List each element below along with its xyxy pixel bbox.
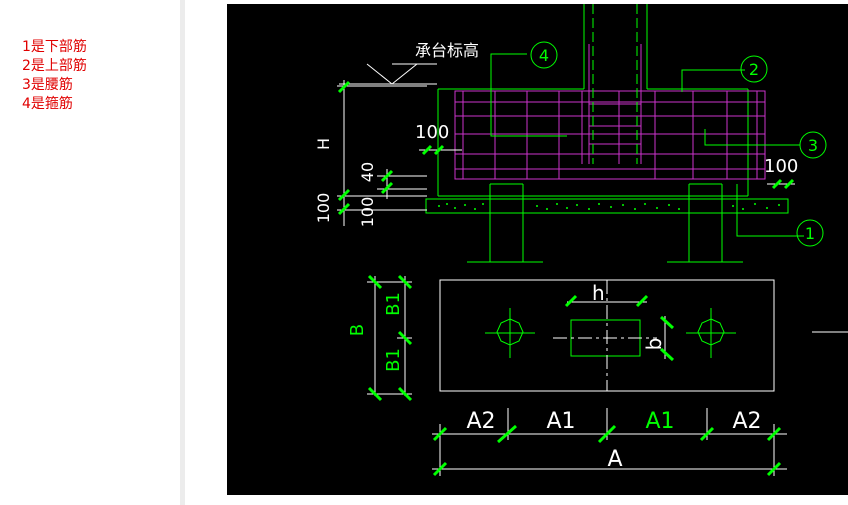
dim-H: H (314, 138, 333, 150)
dim-40: 40 (358, 162, 377, 182)
column-rebar (588, 44, 642, 164)
elevation-view (425, 4, 789, 263)
column-hidden-lines (592, 4, 638, 164)
dim-cover-left: 100 (415, 122, 449, 143)
svg-text:1: 1 (805, 224, 815, 243)
plan-centerlines (553, 280, 657, 391)
rebar-cage (454, 90, 766, 180)
dim-b: b (642, 338, 666, 351)
cover-dim-ticks (421, 144, 795, 190)
dim-A1-right: A1 (645, 409, 674, 434)
legend-item-top-rebar: 2是上部筋 (22, 58, 87, 74)
callout-2: 2 (740, 55, 768, 83)
cushion-hatch (438, 203, 780, 210)
legend-item-waist-rebar: 3是腰筋 (22, 77, 73, 93)
legend-item-stirrup: 4是箍筋 (22, 96, 73, 112)
legend-panel: 1是下部筋 2是上部筋 3是腰筋 4是箍筋 (22, 38, 172, 114)
panel-divider (180, 0, 185, 505)
callout-1: 1 (796, 219, 824, 247)
dim-cover-right: 100 (764, 156, 798, 177)
svg-text:3: 3 (808, 136, 818, 155)
elevation-marker (339, 63, 437, 85)
bottom-dim-ticks (432, 424, 782, 477)
cad-drawing: 承台标高 4 2 3 1 H 40 100 100 (227, 4, 848, 495)
plan-left-dim-ticks (367, 274, 413, 402)
left-dim-ticks (337, 80, 394, 216)
dim-B: B (347, 324, 368, 336)
callout-4: 4 (530, 41, 558, 69)
dim-100-b: 100 (358, 197, 377, 228)
dim-A2-left: A2 (466, 409, 495, 434)
elevation-label: 承台标高 (415, 41, 479, 60)
dim-A1-left: A1 (546, 409, 575, 434)
dim-B1-top: B1 (383, 292, 404, 316)
callout-leaders (490, 53, 804, 237)
dim-A: A (607, 447, 622, 472)
plan-elements (485, 308, 736, 358)
svg-text:4: 4 (539, 46, 549, 65)
dim-h: h (592, 281, 605, 305)
dim-A2-right: A2 (732, 409, 761, 434)
legend-item-bottom-rebar: 1是下部筋 (22, 39, 87, 55)
callout-3: 3 (799, 131, 827, 159)
svg-text:2: 2 (749, 60, 759, 79)
dim-B1-bottom: B1 (383, 348, 404, 372)
plan-hb-ticks (564, 294, 675, 362)
left-dimension-chain (337, 80, 427, 226)
dim-100-a: 100 (314, 193, 333, 224)
cad-svg: 承台标高 4 2 3 1 H 40 100 100 (314, 4, 848, 477)
